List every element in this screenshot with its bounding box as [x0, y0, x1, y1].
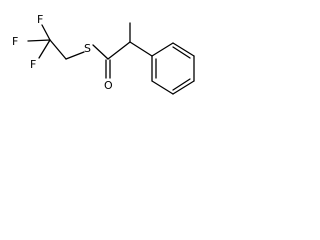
ring-bond-3	[172, 80, 195, 95]
atom-f3: F	[30, 58, 36, 71]
ring-inner-3	[172, 46, 191, 59]
bond-c1-f3	[38, 39, 51, 59]
atom-o: O	[104, 79, 113, 92]
bond-c2-s	[65, 51, 85, 60]
ring-bond-6	[151, 42, 174, 57]
bond-carbonyl-alpha	[107, 41, 131, 60]
bond-alpha-phenyl	[129, 41, 153, 57]
bond-c1-f1	[41, 24, 51, 41]
molecule-structure: F F F S O	[12, 13, 195, 95]
ring-bond-5	[172, 42, 195, 57]
bond-s-carbonyl	[92, 44, 109, 60]
phenyl-ring	[151, 42, 195, 95]
atom-f2: F	[12, 35, 18, 48]
structure-canvas: F F F S O	[0, 0, 221, 113]
atom-f1: F	[37, 13, 43, 26]
bond-c1-c2	[49, 39, 67, 60]
bond-c1-f2	[27, 39, 51, 42]
ring-inner-2	[172, 78, 191, 91]
ring-bond-2	[151, 80, 174, 95]
atom-s: S	[84, 42, 91, 55]
